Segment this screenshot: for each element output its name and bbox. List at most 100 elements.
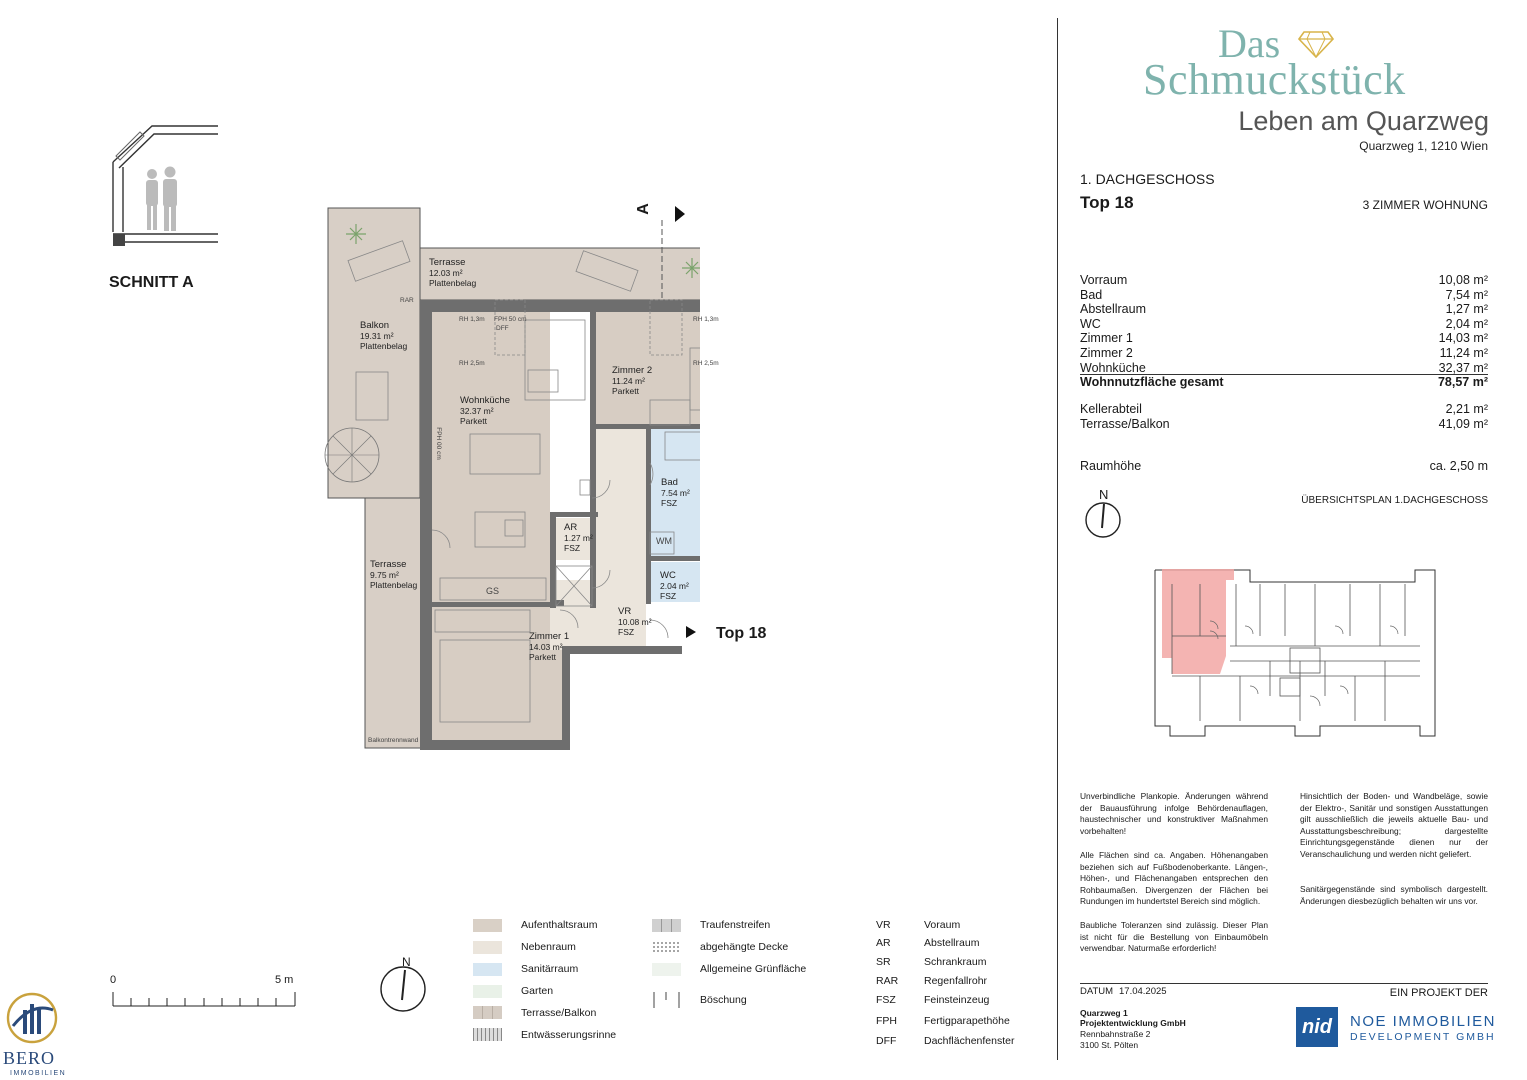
legend-swatch: [473, 985, 502, 998]
legend-label: Nebenraum: [521, 941, 576, 953]
abbr-text: Dachflächenfenster: [924, 1035, 1015, 1047]
plan-note: GS: [486, 586, 500, 596]
plan-top-label: Top 18: [716, 625, 767, 642]
north-label: N: [402, 955, 411, 969]
company-line1: Quarzweg 1: [1080, 1008, 1128, 1018]
compass-icon: [1085, 502, 1121, 538]
abbr-text: Schrankraum: [924, 956, 987, 968]
legend-swatch: [473, 941, 502, 954]
legend-swatch: [473, 919, 502, 932]
brand-logo-das: Das: [1218, 21, 1281, 66]
abbr-key: SR: [876, 956, 891, 968]
legend-swatch: [473, 1006, 502, 1019]
brand-tagline: Leben am Quarzweg: [1238, 106, 1489, 136]
scale-start: 0: [110, 974, 117, 986]
diamond-icon: [1298, 31, 1334, 58]
section-title: SCHNITT A: [109, 274, 194, 291]
legend-label: Allgemeine Grünfläche: [700, 963, 807, 975]
legend-swatch: [652, 963, 681, 976]
legend-label: Aufenthaltsraum: [521, 919, 598, 931]
scale-end: 5 m: [275, 974, 294, 986]
legend-swatch: [652, 941, 681, 954]
nid-logo-text: nid: [1302, 1016, 1332, 1038]
floor-title: 1. DACHGESCHOSS: [1080, 171, 1215, 187]
disclaimer-left-3: Baubliche Toleranzen sind zulässig. Dies…: [1080, 920, 1268, 954]
abbr-text: Fertigparapethöhe: [924, 1015, 1010, 1027]
plan-note: FPH 50 cm: [494, 316, 527, 323]
disclaimer-left-1: Unverbindliche Plankopie. Änderungen wäh…: [1080, 791, 1268, 836]
projekt-label: EIN PROJEKT DER: [1389, 987, 1488, 999]
abbr-key: FPH: [876, 1015, 897, 1027]
company-street: Rennbahnstraße 2: [1080, 1029, 1151, 1039]
legend-swatch: [653, 992, 680, 1008]
bero-name: BERO: [3, 1048, 56, 1068]
scale-bar: [112, 992, 296, 1007]
company-line2: Projektentwicklung GmbH: [1080, 1018, 1186, 1028]
plan-note: Balkontrennwand: [368, 737, 419, 744]
section-marker: A: [634, 203, 652, 215]
legend-swatch: [473, 963, 502, 976]
plan-note: DFF: [496, 325, 509, 332]
legend-label: Böschung: [700, 994, 747, 1006]
datum-value: 17.04.2025: [1119, 986, 1167, 997]
plan-note: RH 2,5m: [459, 360, 485, 367]
abbr-text: Voraum: [924, 919, 961, 931]
north-label: N: [1099, 487, 1109, 502]
overview-plan: [1154, 569, 1436, 737]
abbr-text: Regenfallrohr: [924, 975, 988, 987]
legend-swatch: [652, 919, 681, 932]
bero-sub: IMMOBILIEN: [10, 1070, 67, 1077]
noe-line2: DEVELOPMENT GMBH: [1350, 1031, 1496, 1043]
plan-note: WM: [656, 536, 672, 546]
datum-label: DATUM: [1080, 986, 1114, 997]
abbr-text: Abstellraum: [924, 937, 980, 949]
nid-logo: nid: [1296, 1007, 1338, 1047]
legend-label: Entwässerungsrinne: [521, 1029, 617, 1041]
plan-note: RH 1,3m: [693, 316, 719, 323]
plan-note: RAR: [400, 297, 414, 304]
abbr-key: FSZ: [876, 994, 896, 1006]
area-total-rule: [1080, 374, 1488, 375]
compass-icon: [380, 966, 426, 1012]
brand-logo-name: Schmuckstück: [1143, 55, 1406, 104]
legend-label: Sanitärraum: [521, 963, 579, 975]
overview-title: ÜBERSICHTSPLAN 1.DACHGESCHOSS: [1301, 495, 1488, 506]
brand-address: Quarzweg 1, 1210 Wien: [1359, 139, 1488, 153]
plan-note: RH 1,3m: [459, 316, 485, 323]
noe-line1: NOE IMMOBILIEN: [1350, 1013, 1497, 1030]
footer-rule: [1080, 983, 1488, 984]
abbr-key: RAR: [876, 975, 899, 987]
bero-logo-icon: [6, 992, 58, 1044]
disclaimer-right-1: Hinsichtlich der Boden- und Wandbeläge, …: [1300, 791, 1488, 859]
abbr-key: VR: [876, 919, 891, 931]
section-drawing: [112, 125, 218, 246]
company-city: 3100 St. Pölten: [1080, 1040, 1139, 1050]
plan-note: FPH 00 cm: [434, 427, 442, 460]
floor-plan: [324, 206, 700, 750]
abbr-text: Feinsteinzeug: [924, 994, 990, 1006]
legend-label: Traufenstreifen: [700, 919, 771, 931]
unit-top: Top 18: [1080, 193, 1134, 212]
legend-label: abgehängte Decke: [700, 941, 789, 953]
plan-note: RH 2,5m: [693, 360, 719, 367]
page-divider: [1057, 18, 1058, 1060]
unit-type: 3 ZIMMER WOHNUNG: [1362, 198, 1488, 212]
